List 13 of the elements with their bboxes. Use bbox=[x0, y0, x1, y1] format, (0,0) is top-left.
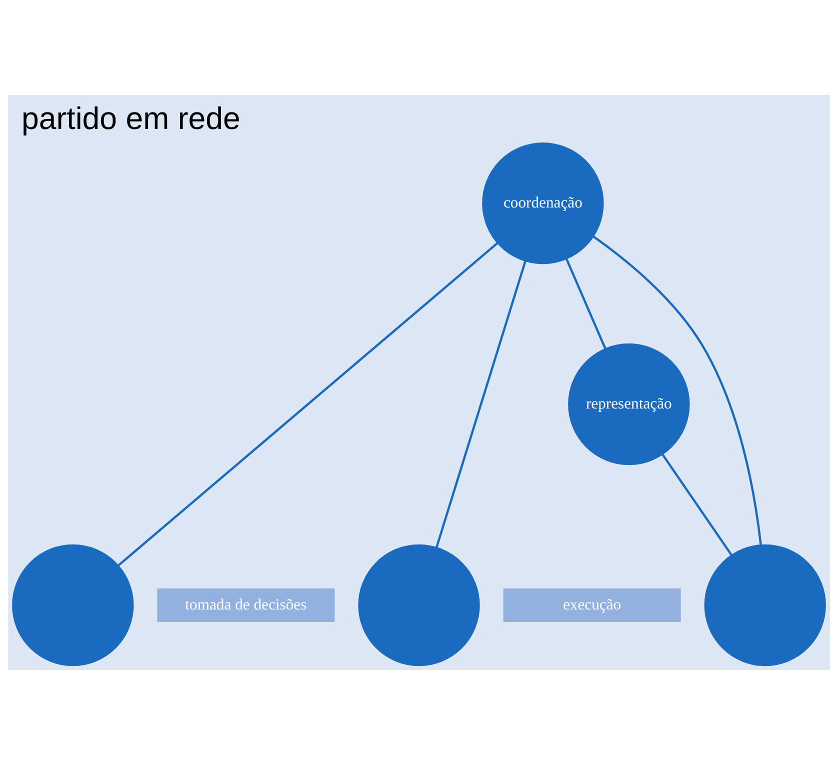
connector bbox=[592, 235, 762, 545]
node-circle: representação bbox=[568, 342, 690, 465]
diagram-title: partido em rede bbox=[22, 100, 240, 136]
node-box: tomada de decisões bbox=[157, 588, 335, 622]
node-circle bbox=[358, 544, 480, 666]
connector bbox=[118, 242, 498, 566]
connector bbox=[436, 260, 526, 548]
connector bbox=[662, 453, 732, 555]
node-circle: coordenação bbox=[482, 142, 604, 264]
node-circle bbox=[704, 544, 826, 666]
node-circle bbox=[12, 544, 134, 666]
node-box: execução bbox=[503, 588, 681, 622]
connector bbox=[566, 258, 606, 348]
